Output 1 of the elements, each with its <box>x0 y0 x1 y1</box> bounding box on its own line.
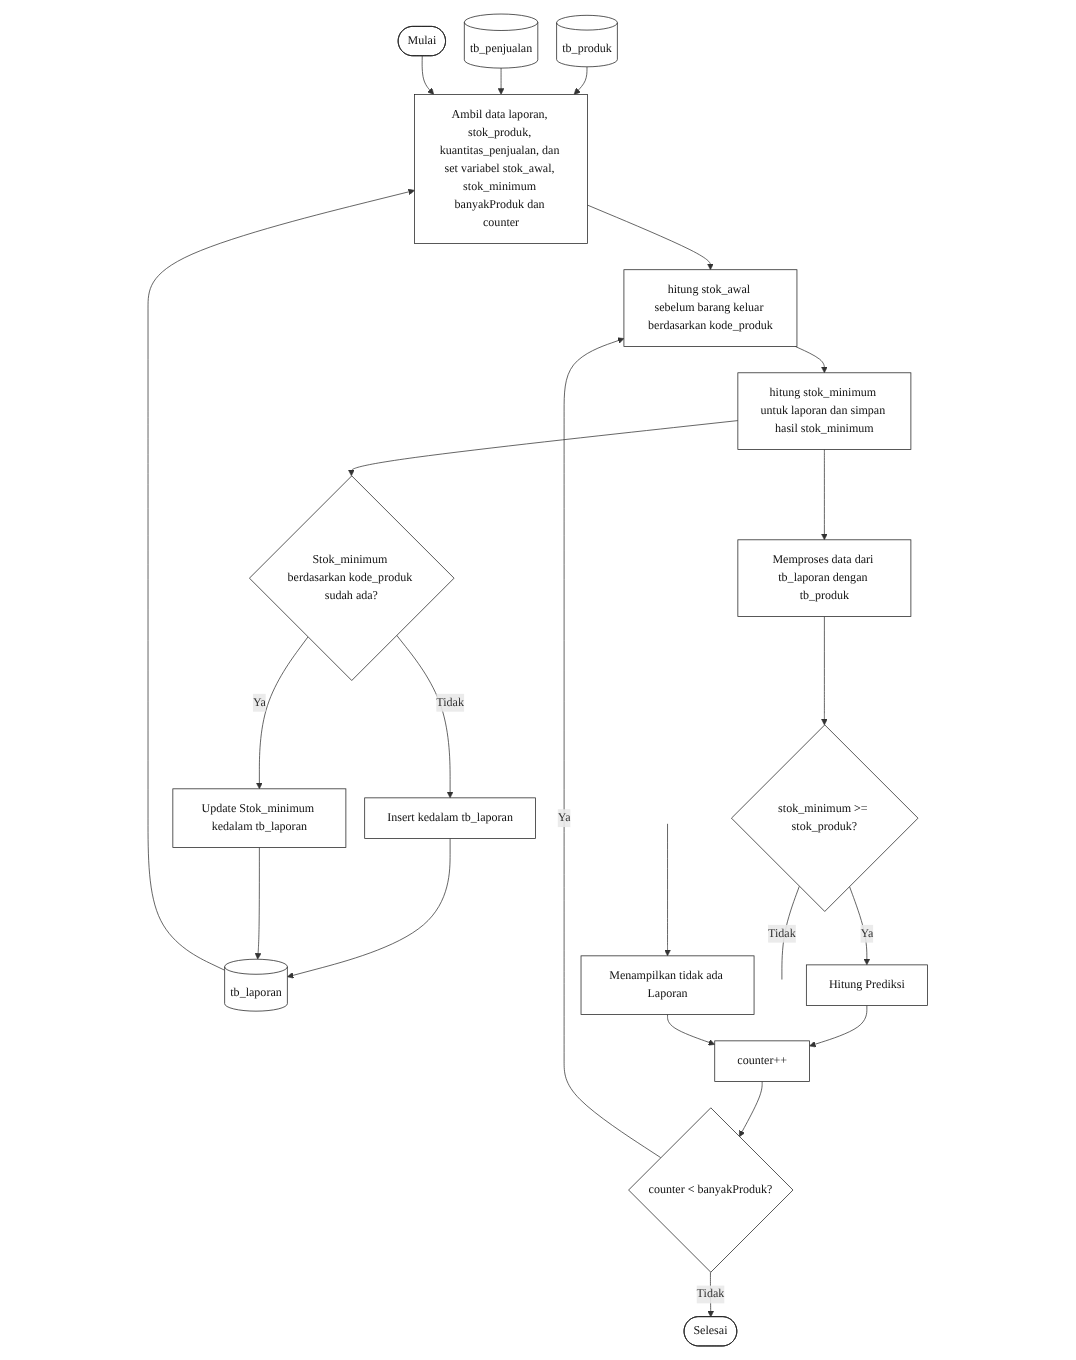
connector <box>781 886 800 980</box>
